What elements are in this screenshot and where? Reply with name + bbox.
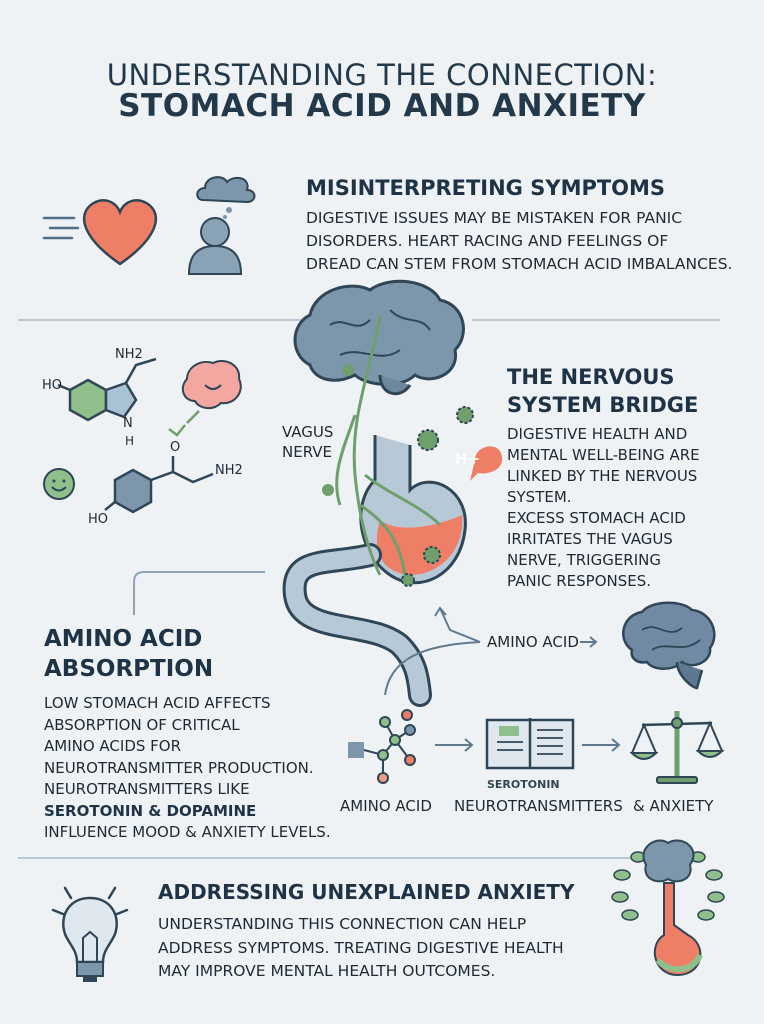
absorption-arrows [384,606,598,696]
amino-line: LOW STOMACH ACID AFFECTS [44,694,271,712]
divider [18,857,640,859]
n-label: N [123,416,133,431]
amino-bold-line: SEROTONIN & DOPAMINE [44,801,257,820]
ho-label: HO [88,512,109,527]
nervous-line: LINKED BY THE NERVOUS [507,467,698,485]
nervous-line: NERVE, TRIGGERING [507,551,661,569]
heart-icon [42,199,157,266]
anxiety-label: & ANXIETY [633,797,714,815]
brain-stomach-illustration [282,279,503,707]
h-label: H [125,434,135,448]
lightbulb-icon [51,886,129,982]
arrow-icon [582,738,621,752]
nervous-line: PANIC RESPONSES. [507,572,652,590]
symptoms-line: DREAD CAN STEM FROM STOMACH ACID IMBALAN… [306,255,733,273]
nervous-body: DIGESTIVE HEALTH AND MENTAL WELL-BEING A… [507,424,700,592]
nervous-line: DIGESTIVE HEALTH AND [507,425,688,443]
divider [472,319,720,321]
nervous-heading-line: THE NERVOUS [507,365,675,389]
addressing-body: UNDERSTANDING THIS CONNECTION CAN HELP A… [158,913,564,984]
smiley-icon [43,468,75,500]
nervous-line: IRRITATES THE VAGUS [507,530,673,548]
nervous-line: EXCESS STOMACH ACID [507,509,686,527]
amino-heading: AMINO ACID ABSORPTION [44,624,213,684]
neurotransmitters-label: NEUROTRANSMITTERS [454,797,623,815]
amino-acid-label: AMINO ACID [487,633,579,651]
nervous-line: SYSTEM. [507,488,572,506]
dopamine-molecule-icon [104,456,214,514]
brain-smile-icon [168,360,242,437]
symptoms-heading: MISINTERPRETING SYMPTOMS [306,176,666,200]
amino-heading-line: AMINO ACID [44,626,203,652]
h-plus-badge: H+ [455,450,481,468]
amino-heading-line: ABSORPTION [44,656,214,682]
symptoms-body: DIGESTIVE ISSUES MAY BE MISTAKEN FOR PAN… [306,207,732,276]
brain-icon [622,601,716,690]
scale-icon [629,711,725,784]
title-line-2: STOMACH ACID AND ANXIETY [118,88,646,124]
symptoms-line: DIGESTIVE ISSUES MAY BE MISTAKEN FOR PAN… [306,209,683,227]
arrow-icon [435,738,474,752]
nh2-label: NH2 [215,463,243,478]
book-icon [485,718,575,770]
amino-line: NEUROTRANSMITTERS LIKE [44,780,250,798]
amino-line: NEUROTRANSMITTER PRODUCTION. [44,758,314,777]
nerve-label: NERVE [282,443,333,461]
nervous-heading: THE NERVOUS SYSTEM BRIDGE [507,363,698,419]
ho-label: HO [42,378,63,393]
serotonin-label: SEROTONIN [487,778,560,791]
addressing-line: UNDERSTANDING THIS CONNECTION CAN HELP [158,915,527,933]
o-label: O [170,440,181,455]
amino-line: ABSORPTION OF CRITICAL [44,715,240,734]
amino-line: INFLUENCE MOOD & ANXIETY LEVELS. [44,823,331,841]
addressing-line: ADDRESS SYMPTOMS. TREATING DIGESTIVE HEA… [158,938,564,957]
thought-person-icon [187,176,256,275]
brain-tree-stomach-icon [611,839,725,977]
addressing-line: MAY IMPROVE MENTAL HEALTH OUTCOMES. [158,962,496,980]
connector-line [133,571,265,615]
symptoms-line: DISORDERS. HEART RACING AND FEELINGS OF [306,232,669,250]
molecule-icon [348,709,416,784]
serotonin-molecule-icon [57,357,157,422]
nervous-heading-line: SYSTEM BRIDGE [507,393,699,417]
vagus-label: VAGUS [282,423,334,441]
title-line-1: UNDERSTANDING THE CONNECTION: [106,58,658,92]
addressing-heading: ADDRESSING UNEXPLAINED ANXIETY [158,880,575,904]
amino-line: AMINO ACIDS FOR [44,737,182,755]
amino-body: LOW STOMACH ACID AFFECTS ABSORPTION OF C… [44,693,331,844]
divider [18,319,318,321]
nh2-label: NH2 [115,347,143,362]
amino-acid-flow-label: AMINO ACID [340,797,432,815]
nervous-line: MENTAL WELL-BEING ARE [507,446,700,464]
